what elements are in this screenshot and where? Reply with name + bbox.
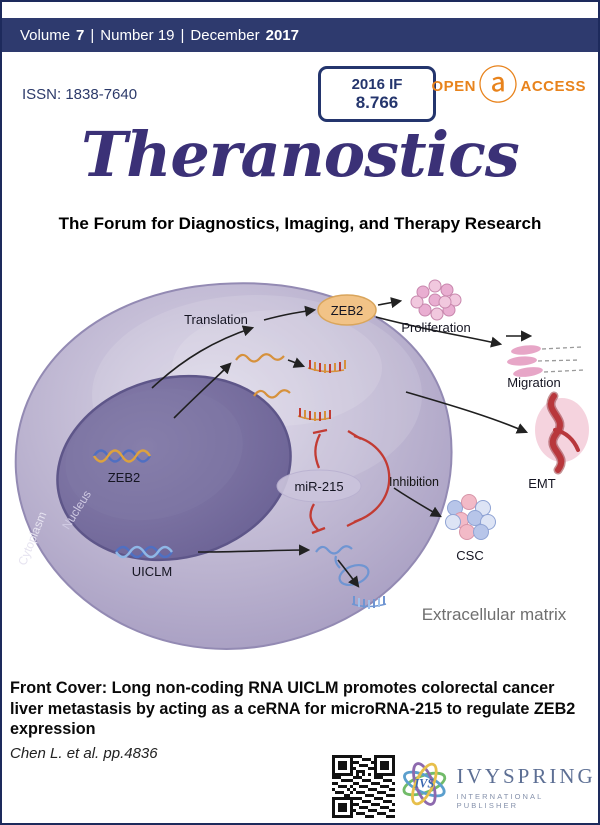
separator: |	[180, 26, 185, 44]
publisher-name: IVYSPRING	[456, 764, 596, 788]
open-access-icon: ⓐ	[477, 63, 519, 109]
phenotype-arrows	[375, 297, 529, 518]
emt-label: EMT	[528, 476, 556, 491]
inhibition-arcs	[309, 428, 391, 535]
uiclm-label: UICLM	[132, 564, 172, 579]
issue-month: December	[190, 26, 260, 44]
uiclm-dna-helix	[115, 545, 173, 559]
zeb2-protein-oval: ZEB2	[317, 294, 377, 326]
proliferation-label: Proliferation	[401, 320, 470, 335]
mrna-squiggles	[235, 353, 291, 399]
open-access-logo: OPEN ⓐ ACCESS	[431, 63, 586, 109]
impact-factor-value: 8.766	[355, 92, 399, 112]
mir215-label: miR-215	[294, 479, 343, 494]
open-access-word-open: OPEN	[431, 77, 476, 95]
striped-mrna-2	[297, 408, 331, 421]
inhibition-label: Inhibition	[389, 475, 439, 489]
issue-number: Number 19	[100, 26, 175, 44]
open-access-word-access: ACCESS	[520, 77, 586, 95]
qr-code	[332, 755, 395, 818]
issn-text: ISSN: 1838-7640	[22, 86, 138, 103]
csc-cluster	[445, 494, 496, 540]
migration-cells	[506, 330, 585, 377]
journal-tagline: The Forum for Diagnostics, Imaging, and …	[58, 214, 542, 233]
journal-title: Theranostics	[81, 118, 520, 191]
striped-rna-blue	[351, 596, 387, 609]
publisher-subtitle: INTERNATIONAL PUBLISHER	[456, 792, 544, 810]
zeb2-dna-helix	[92, 449, 152, 463]
mir-215-ellipse: miR-215	[276, 469, 362, 503]
impact-factor-badge: 2016 IF 8.766	[318, 66, 436, 122]
translation-label: Translation	[184, 312, 248, 327]
proliferation-cluster	[410, 279, 462, 321]
separator: |	[90, 26, 95, 44]
issue-year: 2017	[265, 26, 299, 44]
csc-label: CSC	[456, 548, 483, 563]
issue-info-bar: Volume 7 | Number 19 | December 2017	[2, 18, 598, 52]
publisher-monogram: IVS	[414, 777, 435, 791]
front-cover-caption: Front Cover: Long non-coding RNA UICLM p…	[10, 678, 592, 762]
zeb2-protein-label: ZEB2	[331, 303, 364, 318]
extracellular-matrix-label: Extracellular matrix	[422, 605, 567, 624]
process-arrows	[151, 305, 360, 588]
migration-label: Migration	[507, 375, 560, 390]
publisher-globe-icon: IVS	[402, 762, 447, 806]
volume-number: 7	[76, 26, 85, 44]
front-cover-citation: Chen L. et al. pp.4836	[10, 744, 158, 762]
emt-vessel	[535, 391, 589, 475]
nucleus	[56, 374, 292, 562]
cover-figure: Nucleus Cytoplasm ZEB2 UICLM	[14, 279, 589, 650]
publisher-logo: IVS IVYSPRING INTERNATIONAL PUBLISHER	[400, 758, 598, 810]
striped-mrna-1	[307, 360, 346, 373]
volume-word: Volume	[20, 26, 71, 44]
front-cover-text: Front Cover: Long non-coding RNA UICLM p…	[10, 679, 576, 739]
zeb2-gene-label: ZEB2	[108, 470, 141, 485]
impact-factor-label: 2016 IF	[351, 75, 403, 93]
